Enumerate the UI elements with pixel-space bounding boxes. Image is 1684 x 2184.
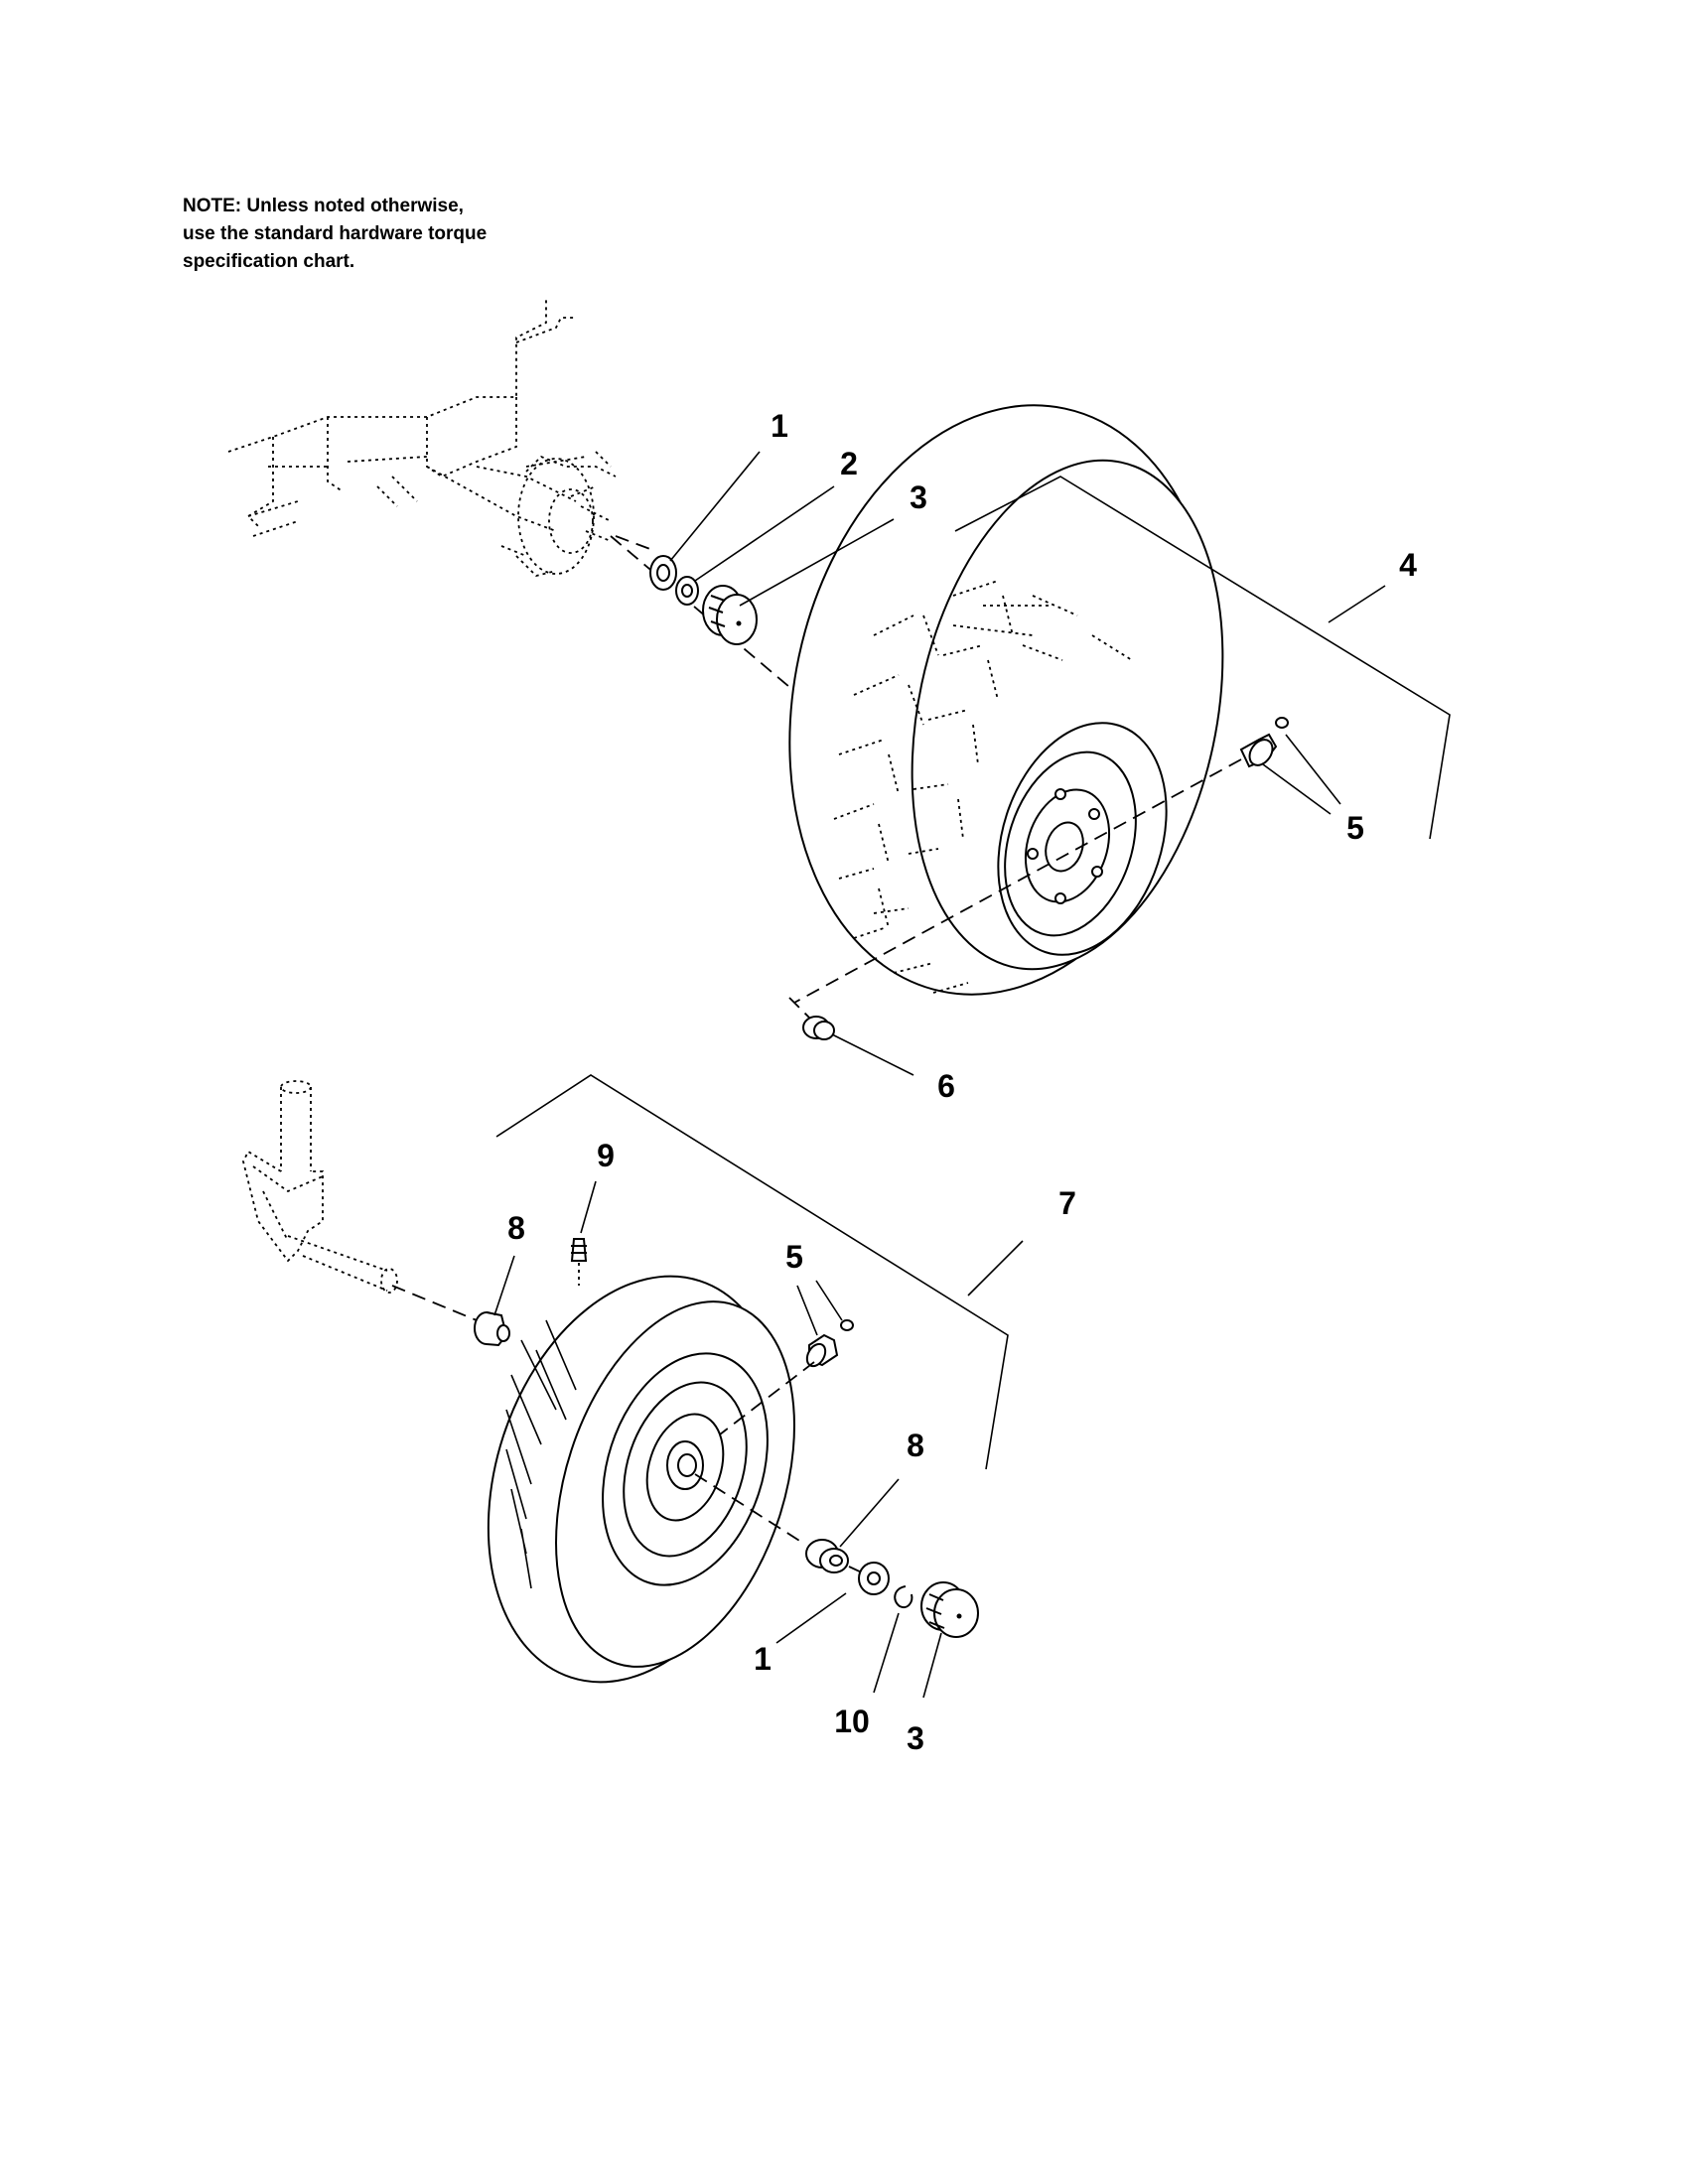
callout-leader-3-front xyxy=(922,1632,942,1699)
rear-lug-nut xyxy=(788,997,835,1040)
front-wheel xyxy=(487,1275,795,1684)
front-hub-cap xyxy=(920,1581,979,1638)
rear-nut xyxy=(675,576,699,606)
front-spacer-right xyxy=(805,1539,849,1573)
grease-fitting xyxy=(570,1238,588,1286)
callout-leader-6 xyxy=(831,1033,914,1076)
rear-hub-axis xyxy=(615,535,656,552)
callout-leader-1-front xyxy=(775,1592,847,1644)
callout-3-front: 3 xyxy=(907,1720,924,1756)
callout-3-rear: 3 xyxy=(910,479,927,515)
front-valve-axis xyxy=(719,1361,815,1435)
callout-2-rear: 2 xyxy=(840,446,858,481)
rear-hub xyxy=(500,451,617,577)
rear-frame xyxy=(227,298,587,537)
note-line-3: specification chart. xyxy=(183,251,355,272)
valve-axis-line xyxy=(793,758,1242,1004)
callout-leader-7 xyxy=(967,1240,1024,1297)
front-caster-fork xyxy=(242,1080,398,1294)
note-line-2: use the standard hardware torque xyxy=(183,223,488,244)
callout-7: 7 xyxy=(1058,1185,1076,1221)
callout-10: 10 xyxy=(834,1704,870,1739)
front-valve-stem xyxy=(805,1319,854,1368)
callout-5-front: 5 xyxy=(785,1239,803,1275)
front-snap-ring xyxy=(894,1585,913,1608)
callout-8-left: 8 xyxy=(507,1210,525,1246)
rear-washer xyxy=(649,555,677,591)
callout-4: 4 xyxy=(1399,547,1417,583)
callout-leader-3-rear xyxy=(739,518,895,607)
callout-leader-10 xyxy=(873,1612,900,1694)
callout-1-rear: 1 xyxy=(771,408,788,444)
rear-wheel-bracket xyxy=(954,476,1451,840)
front-spacer-left xyxy=(474,1311,510,1347)
callout-leader-5-rear xyxy=(1262,734,1341,815)
torque-note: NOTE: Unless noted otherwise, use the st… xyxy=(183,193,487,276)
callout-leader-4 xyxy=(1328,585,1386,623)
rear-hub-cap xyxy=(702,585,758,645)
rear-wheel xyxy=(788,404,1224,996)
front-axle-line xyxy=(391,1285,478,1321)
callout-1-front: 1 xyxy=(754,1641,772,1677)
callout-leader-2-rear xyxy=(694,485,835,582)
callout-8-right: 8 xyxy=(907,1428,924,1463)
front-wheel-bracket xyxy=(495,1074,1009,1470)
callout-leader-8-left xyxy=(493,1255,515,1316)
callout-leader-1-rear xyxy=(669,451,761,562)
callout-9: 9 xyxy=(597,1138,615,1173)
callout-leader-5-front xyxy=(796,1280,843,1336)
note-line-1: NOTE: Unless noted otherwise, xyxy=(183,196,464,216)
callout-leader-8-right xyxy=(839,1478,900,1548)
callout-leader-9 xyxy=(580,1180,597,1234)
rear-valve-stem xyxy=(1239,717,1289,768)
front-washer xyxy=(858,1562,890,1595)
callout-6: 6 xyxy=(937,1068,955,1104)
callout-5-rear: 5 xyxy=(1346,810,1364,846)
